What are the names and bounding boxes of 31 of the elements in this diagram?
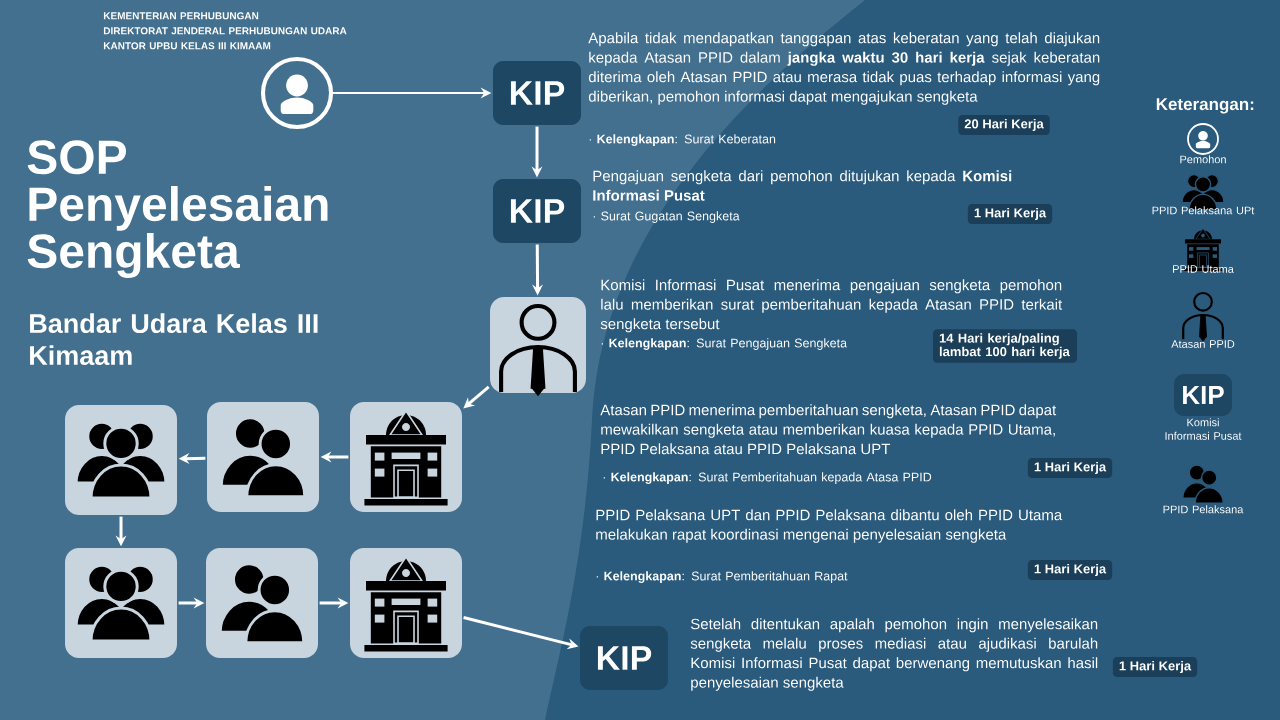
legend-label: PPID Pelaksana [1163,505,1244,514]
legend-title: Keterangan: [1156,98,1254,114]
paragraph: Atasan PPID menerima pemberitahuan sengketa, Atasan PPID dapat mewakilkan sengketa atau memberikan kuasa kepada PPID Utama, PPID Pelaksana atau PPID Pelaksana UPT [600,404,1057,455]
paragraph: Setelah ditentukan apalah pemohon ingin menyelesaikan sengketa melalu proses mediasi atau ajudikasi barulah Komisi Informasi Pusat dapat berwenang memutuskan hasil penyelesaian sengketa [690,618,1098,691]
requirement-note: · Kelengkapan: Surat Pemberitahuan kepada Atasa PPID [603,472,932,484]
legend-label: PPID Utama [1173,265,1234,273]
kip-box: KIP [580,626,668,690]
icon-box [490,297,586,397]
header-text: KANTOR UPBU KELAS III KIMAAM [103,42,271,50]
header-text: DIREKTORAT JENDERAL PERHUBUNGAN UDARA [103,27,347,35]
legend-label: Komisi Informasi Pusat [1165,418,1242,440]
arrow [463,385,490,409]
paragraph: Apabila tidak mendapatkan tanggapan atas keberatan yang telah diajukan kepada Atasan PPID dalam jangka waktu 30 hari kerja sejak keberatan diterima oleh Atasan PPID atau merasa tidak puas terhadap informasi yang diberikan, pemohon informasi dapat mengajukan sengketa [588,32,1100,105]
legend-label: PPID Pelaksana UPt [1152,206,1255,215]
icon-box [350,548,462,658]
legend-label: Atasan PPID [1171,340,1235,348]
icon-box [65,405,177,515]
icon-box [207,402,319,512]
subtitle: Bandar Udara Kelas III Kimaam [30,313,318,366]
duration-badge: 14 Hari kerja/paling lambat 100 hari kerja [933,329,1077,363]
icon-box [206,548,318,658]
paragraph: Pengajuan sengketa dari pemohon ditujukan kepada Komisi Informasi Pusat [593,170,1012,201]
icon-box [65,548,177,658]
avatar-icon [260,56,334,130]
kip-box: KIP [1174,374,1232,416]
icon-box [350,402,462,512]
legend-label: Pemohon [1180,155,1226,164]
paragraph: PPID Pelaksana UPT dan PPID Pelaksana dibantu oleh PPID Utama melakukan rapat koordinasi mengenai penyelesaian sengketa [596,509,1063,543]
title: SOP Penyelesaian Sengketa [27,140,328,278]
kip-box: KIP [493,61,581,125]
kip-box: KIP [493,179,581,243]
